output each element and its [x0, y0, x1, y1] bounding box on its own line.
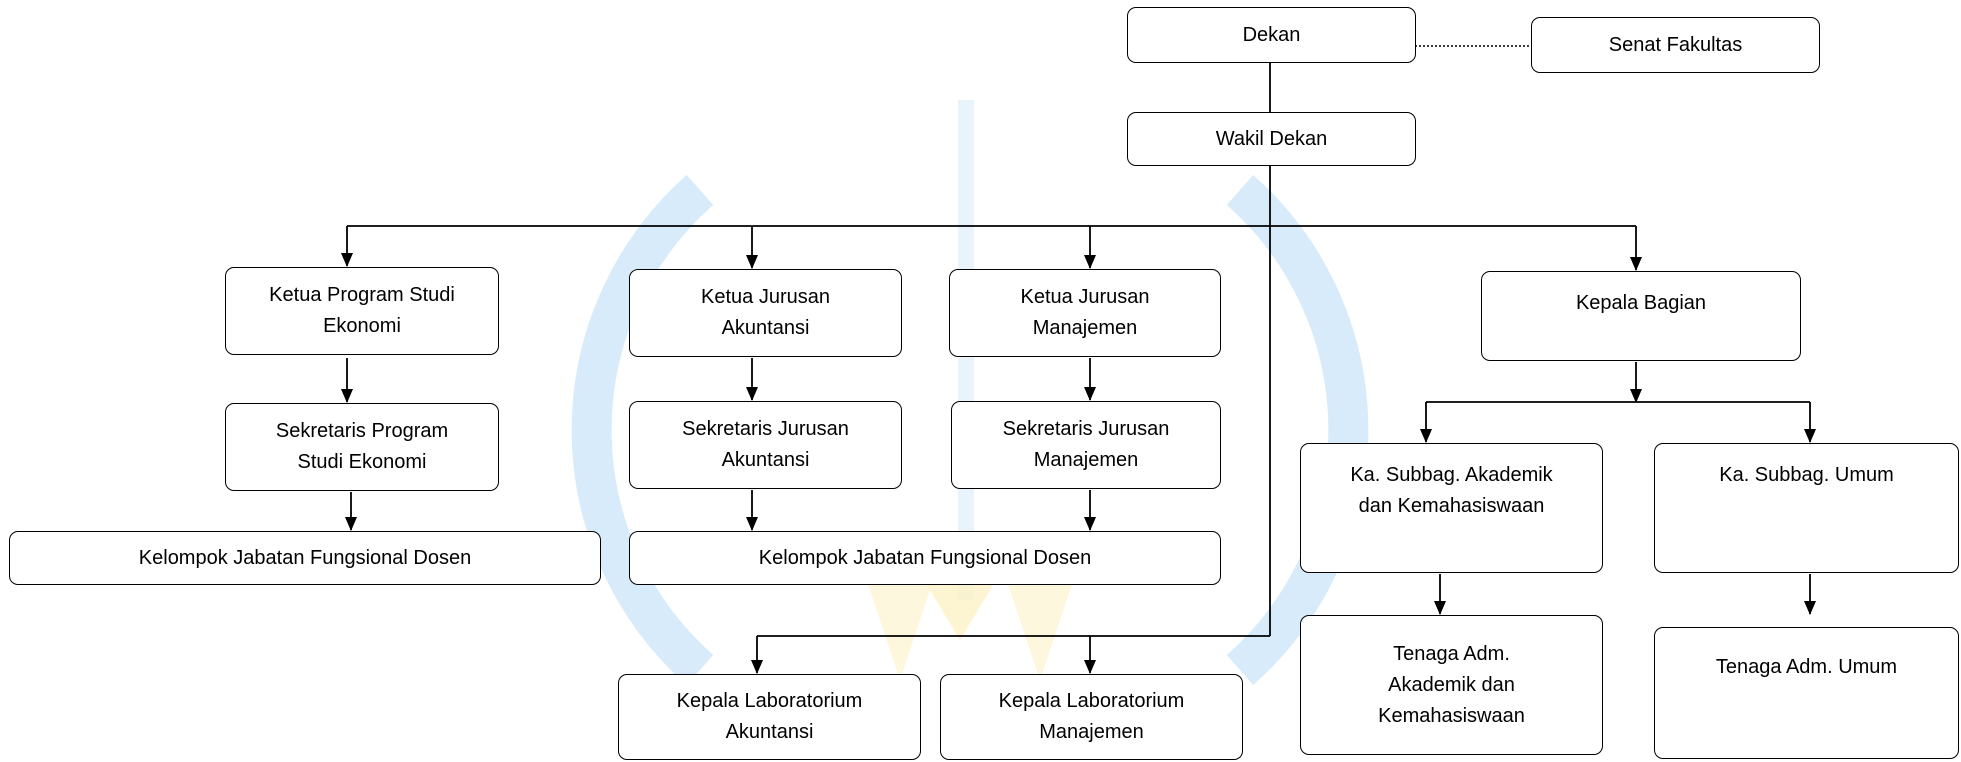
box-ketua-jurusan-akuntansi: Ketua Jurusan Akuntansi [629, 269, 902, 357]
box-kelompok-jabatan-fungsional-dosen-jurusan: Kelompok Jabatan Fungsional Dosen [629, 531, 1221, 585]
box-sekretaris-jurusan-manajemen: Sekretaris Jurusan Manajemen [951, 401, 1221, 489]
box-kepala-laboratorium-akuntansi: Kepala Laboratorium Akuntansi [618, 674, 921, 760]
box-tenaga-adm-umum-label: Tenaga Adm. Umum [1715, 656, 1898, 678]
box-kepala-laboratorium-manajemen: Kepala Laboratorium Manajemen [940, 674, 1243, 760]
box-subbag-umum: Ka. Subbag. Umum [1654, 443, 1959, 573]
box-kepala-laboratorium-akuntansi-label: Kepala Laboratorium Akuntansi [676, 690, 863, 743]
box-kepala-bagian-label: Kepala Bagian [1575, 292, 1707, 314]
box-kelompok-jabatan-fungsional-dosen-jurusan-label: Kelompok Jabatan Fungsional Dosen [758, 546, 1092, 569]
box-tenaga-adm-akademik: Tenaga Adm. Akademik dan Kemahasiswaan [1300, 615, 1603, 755]
box-dekan-label: Dekan [1242, 23, 1301, 46]
box-ketua-jurusan-manajemen-label: Ketua Jurusan Manajemen [1020, 286, 1150, 339]
box-sekretaris-jurusan-akuntansi: Sekretaris Jurusan Akuntansi [629, 401, 902, 489]
box-subbag-akademik-label: Ka. Subbag. Akademik dan Kemahasiswaan [1350, 464, 1553, 517]
box-dekan: Dekan [1127, 7, 1416, 63]
box-kepala-bagian: Kepala Bagian [1481, 271, 1801, 361]
box-ketua-program-studi-ekonomi: Ketua Program Studi Ekonomi [225, 267, 499, 355]
box-sekretaris-jurusan-manajemen-label: Sekretaris Jurusan Manajemen [1002, 418, 1170, 471]
box-ketua-jurusan-manajemen: Ketua Jurusan Manajemen [949, 269, 1221, 357]
box-wakil-dekan: Wakil Dekan [1127, 112, 1416, 166]
box-kelompok-jabatan-fungsional-dosen-ekonomi: Kelompok Jabatan Fungsional Dosen [9, 531, 601, 585]
box-wakil-dekan-label: Wakil Dekan [1215, 127, 1328, 150]
box-kelompok-jabatan-fungsional-dosen-ekonomi-label: Kelompok Jabatan Fungsional Dosen [138, 546, 472, 569]
box-ketua-program-studi-ekonomi-label: Ketua Program Studi Ekonomi [269, 284, 455, 337]
box-subbag-umum-label: Ka. Subbag. Umum [1719, 464, 1894, 486]
box-sekretaris-program-studi-ekonomi: Sekretaris Program Studi Ekonomi [225, 403, 499, 491]
box-sekretaris-program-studi-ekonomi-label: Sekretaris Program Studi Ekonomi [275, 420, 449, 473]
box-subbag-akademik: Ka. Subbag. Akademik dan Kemahasiswaan [1300, 443, 1603, 573]
box-senat-fakultas: Senat Fakultas [1531, 17, 1820, 73]
box-senat-fakultas-label: Senat Fakultas [1608, 33, 1743, 56]
box-sekretaris-jurusan-akuntansi-label: Sekretaris Jurusan Akuntansi [682, 418, 849, 471]
box-kepala-laboratorium-manajemen-label: Kepala Laboratorium Manajemen [998, 690, 1185, 743]
box-tenaga-adm-akademik-label: Tenaga Adm. Akademik dan Kemahasiswaan [1378, 642, 1525, 727]
box-ketua-jurusan-akuntansi-label: Ketua Jurusan Akuntansi [701, 286, 830, 339]
box-tenaga-adm-umum: Tenaga Adm. Umum [1654, 627, 1959, 759]
